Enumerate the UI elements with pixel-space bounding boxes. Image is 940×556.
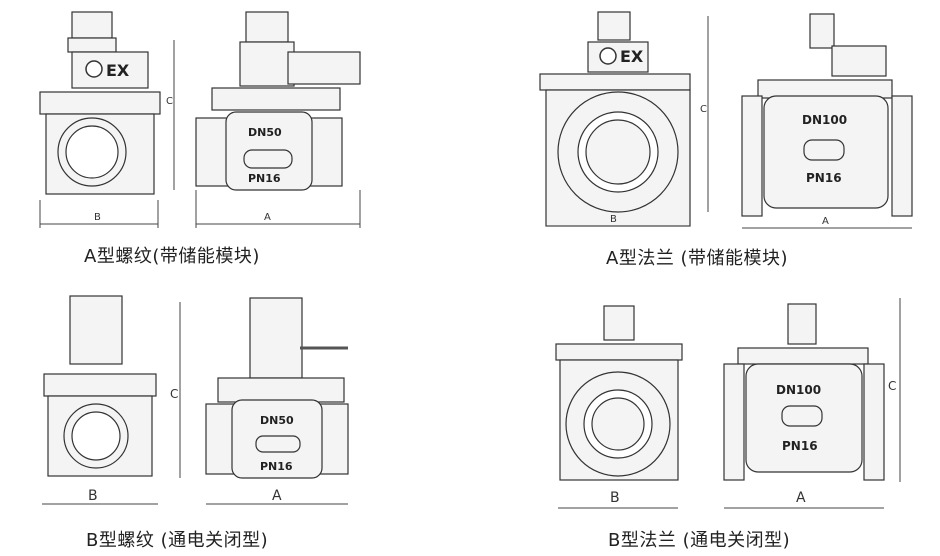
pn-label: PN16: [806, 171, 842, 185]
panel-b-flanged: DN100 PN16 B A C B型法兰 (通电关闭型): [470, 278, 940, 556]
pn-label: PN16: [260, 460, 293, 473]
dim-a: A: [264, 212, 271, 223]
flange-left: [741, 95, 763, 217]
flange-left: [723, 363, 745, 481]
panel-a-flanged: EX DN100 PN16 B A C A型法兰 (带储能模块): [470, 0, 940, 278]
dn-label: DN50: [248, 126, 282, 139]
dim-b: B: [94, 212, 101, 223]
ex-box: [71, 51, 149, 89]
dim-c: C: [888, 379, 896, 393]
caption: A型螺纹(带储能模块): [84, 246, 260, 267]
coil-top-side: [603, 305, 635, 341]
coil-housing: [287, 51, 361, 85]
caption: A型法兰 (带储能模块): [606, 248, 789, 269]
dim-b: B: [610, 490, 620, 506]
thread-right: [317, 403, 349, 475]
a-threaded-drawing: EX DN50 PN16 B A C: [39, 11, 361, 228]
dim-c: C: [170, 387, 178, 401]
caption: B型法兰 (通电关闭型): [608, 530, 791, 551]
panel-b-threaded: DN50 PN16 B A C B型螺纹 (通电关闭型): [0, 278, 470, 556]
dim-a: A: [796, 490, 806, 506]
thread-left: [205, 403, 237, 475]
flange-right: [863, 363, 885, 481]
coil-housing: [831, 45, 887, 77]
pn-label: PN16: [782, 439, 818, 453]
dim-c: C: [700, 104, 707, 115]
a-flanged-drawing: EX DN100 PN16 B A C: [539, 11, 913, 229]
pn-label: PN16: [248, 172, 281, 185]
dim-b: B: [88, 488, 98, 504]
coil-front: [787, 303, 817, 345]
dn-label: DN100: [776, 383, 821, 397]
b-threaded-drawing: DN50 PN16 B A C: [42, 295, 349, 505]
dn-label: DN100: [802, 113, 847, 127]
ex-label: EX: [620, 47, 644, 66]
panel-a-threaded: EX DN50 PN16 B A C A型螺纹(带储能模块): [0, 0, 470, 278]
actuator-flange: [39, 91, 161, 115]
ex-label: EX: [106, 61, 130, 80]
ex-box: [587, 41, 649, 73]
b-flanged-drawing: DN100 PN16 B A C: [555, 298, 901, 509]
dim-c: C: [166, 96, 173, 107]
actuator-flange-front: [211, 87, 341, 111]
dim-a: A: [272, 488, 282, 504]
dim-a: A: [822, 216, 829, 227]
flange-right: [891, 95, 913, 217]
coil-top-side: [69, 295, 123, 365]
dn-label: DN50: [260, 414, 294, 427]
dim-b: B: [610, 214, 617, 225]
energy-module-top: [71, 11, 113, 39]
caption: B型螺纹 (通电关闭型): [86, 530, 269, 551]
coil-front: [249, 297, 303, 379]
